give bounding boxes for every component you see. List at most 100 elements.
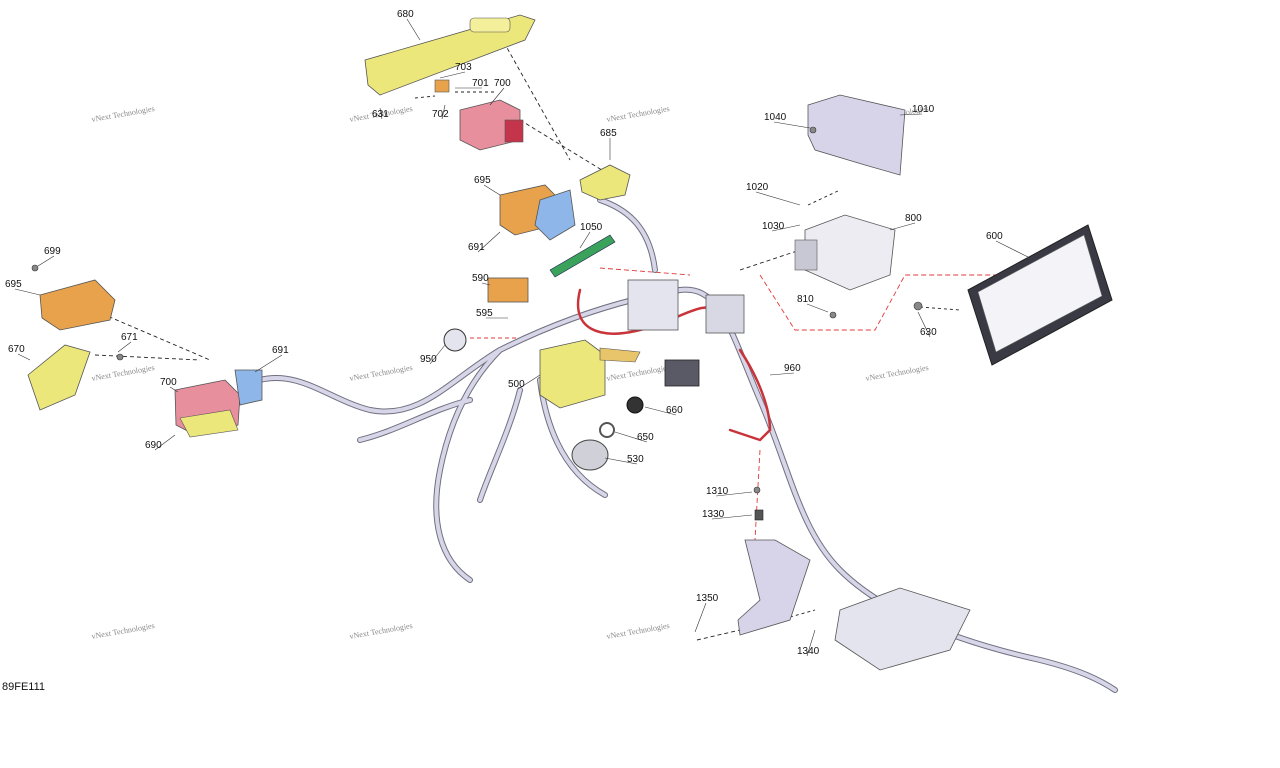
callout-leader-c660 [644,406,677,416]
wire-harness [257,197,1118,693]
part-695-connector-top [499,184,576,241]
fastener-699 [31,264,39,272]
callout-c685: 685 [600,128,617,139]
callout-leader-c1310 [715,491,753,497]
part-530-horn [571,439,609,471]
callout-c691b: 691 [272,345,289,356]
part-950-switch [443,328,467,352]
callout-c950: 950 [420,354,437,365]
callout-c700a: 700 [494,78,511,89]
callout-leader-c960 [769,372,795,376]
callout-leader-c700a [489,87,505,106]
callout-leader-c1010 [899,113,923,116]
callout-leader-c1340 [806,629,816,657]
fastener-1330 [754,509,764,521]
callout-c1340: 1340 [797,646,820,657]
watermark-2: vNext Technologies [606,104,671,124]
callout-c1330: 1330 [702,509,725,520]
callout-leader-c810 [806,303,829,313]
part-660-socket [626,396,644,414]
fastener-671 [116,353,124,361]
part-fuse-box [627,279,679,331]
callout-leader-c800 [889,222,916,231]
callout-c702: 702 [432,109,449,120]
callout-leader-c630 [917,311,931,338]
svg-text:vNext Technologies: vNext Technologies [349,363,414,383]
component-parts [27,14,1113,671]
fastener-1310 [753,486,761,494]
part-800-module [794,214,896,291]
part-695-connector-left [39,279,116,331]
svg-text:vNext Technologies: vNext Technologies [606,104,671,124]
svg-text:vNext Technologies: vNext Technologies [91,621,156,641]
callout-leader-c650 [614,431,648,443]
callout-c631: 631 [372,109,389,120]
callout-c671: 671 [121,332,138,343]
callout-c590: 590 [472,273,489,284]
callout-c700b: 700 [160,377,177,388]
part-black-connector [664,359,700,387]
callout-leader-c1350 [694,602,707,633]
fastener-810 [829,311,837,319]
svg-text:vNext Technologies: vNext Technologies [606,621,671,641]
callout-c1350: 1350 [696,593,719,604]
callout-c703: 703 [455,62,472,73]
part-500-module [539,339,641,409]
callout-leader-c691b [254,354,283,373]
fastener-1040 [809,126,817,134]
part-bracket-lower [737,539,811,636]
part-690-connector-left [174,369,263,438]
part-685-clip [579,164,631,201]
diagram-id: 89FE111 [2,681,46,693]
svg-text:vNext Technologies: vNext Technologies [349,621,414,641]
watermark-7: vNext Technologies [865,363,930,383]
callout-leader-c690 [154,434,176,451]
callout-c1020: 1020 [746,182,769,193]
callout-leader-c600 [995,240,1031,259]
callout-c530: 530 [627,454,644,465]
callout-leader-c670 [17,353,31,361]
watermark-4: vNext Technologies [91,363,156,383]
callout-leader-c671 [117,341,132,353]
callout-leader-c590 [481,282,491,286]
callout-c680: 680 [397,9,414,20]
watermark-6: vNext Technologies [606,363,671,383]
watermark-8: vNext Technologies [91,621,156,641]
callout-c691a: 691 [468,242,485,253]
callout-leader-c699 [37,255,55,267]
part-701-clip [434,79,450,93]
callout-leader-c703 [439,71,466,79]
callout-leader-c1050 [579,231,591,249]
part-1010-bracket [807,94,906,176]
part-ecu-bottom [834,587,971,671]
callout-leader-c1020 [755,191,801,206]
callout-c960: 960 [784,363,801,374]
callout-leader-c1030 [771,224,801,232]
svg-text:vNext Technologies: vNext Technologies [606,363,671,383]
part-680-bracket [364,14,536,96]
callout-c695a: 695 [474,175,491,186]
callout-c630: 630 [920,327,937,338]
callout-c701: 701 [472,78,489,89]
callout-leader-c680 [406,18,421,41]
callout-c1050: 1050 [580,222,603,233]
svg-text:vNext Technologies: vNext Technologies [865,363,930,383]
callout-c500: 500 [508,379,525,390]
callout-c660: 660 [666,405,683,416]
part-1050-strip [549,234,616,278]
callout-c695b: 695 [5,279,22,290]
callout-leader-c1330 [711,514,753,520]
watermark-10: vNext Technologies [606,621,671,641]
watermark-9: vNext Technologies [349,621,414,641]
callout-c1010: 1010 [912,104,935,115]
callout-leader-c631 [379,107,383,120]
callout-leader-c950 [429,344,446,365]
callout-c595: 595 [476,308,493,319]
part-700-connector-top [459,99,524,151]
fastener-630 [913,301,923,311]
callout-c600: 600 [986,231,1003,242]
callout-leader-c1040 [773,121,811,129]
callout-leader-c691a [477,231,501,253]
